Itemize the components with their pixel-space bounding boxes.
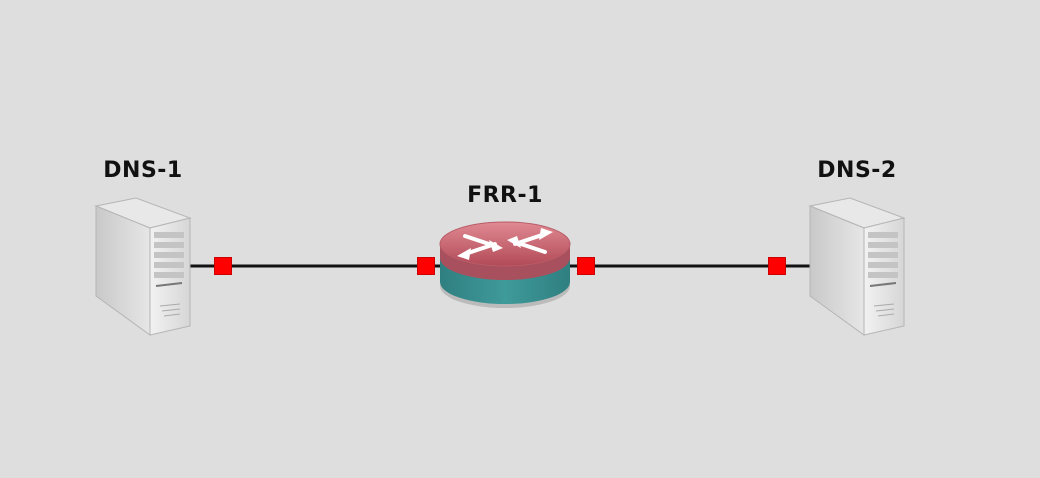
server-icon[interactable] [808, 197, 906, 336]
server-icon[interactable] [94, 197, 192, 336]
node-label-dns2: DNS-2 [817, 158, 897, 183]
router-icon[interactable] [439, 221, 571, 308]
port-dns2-left[interactable] [768, 257, 786, 275]
port-frr1-left[interactable] [417, 257, 435, 275]
port-frr1-right[interactable] [577, 257, 595, 275]
node-label-frr1: FRR-1 [467, 183, 543, 208]
node-label-dns1: DNS-1 [103, 158, 183, 183]
port-dns1-right[interactable] [214, 257, 232, 275]
